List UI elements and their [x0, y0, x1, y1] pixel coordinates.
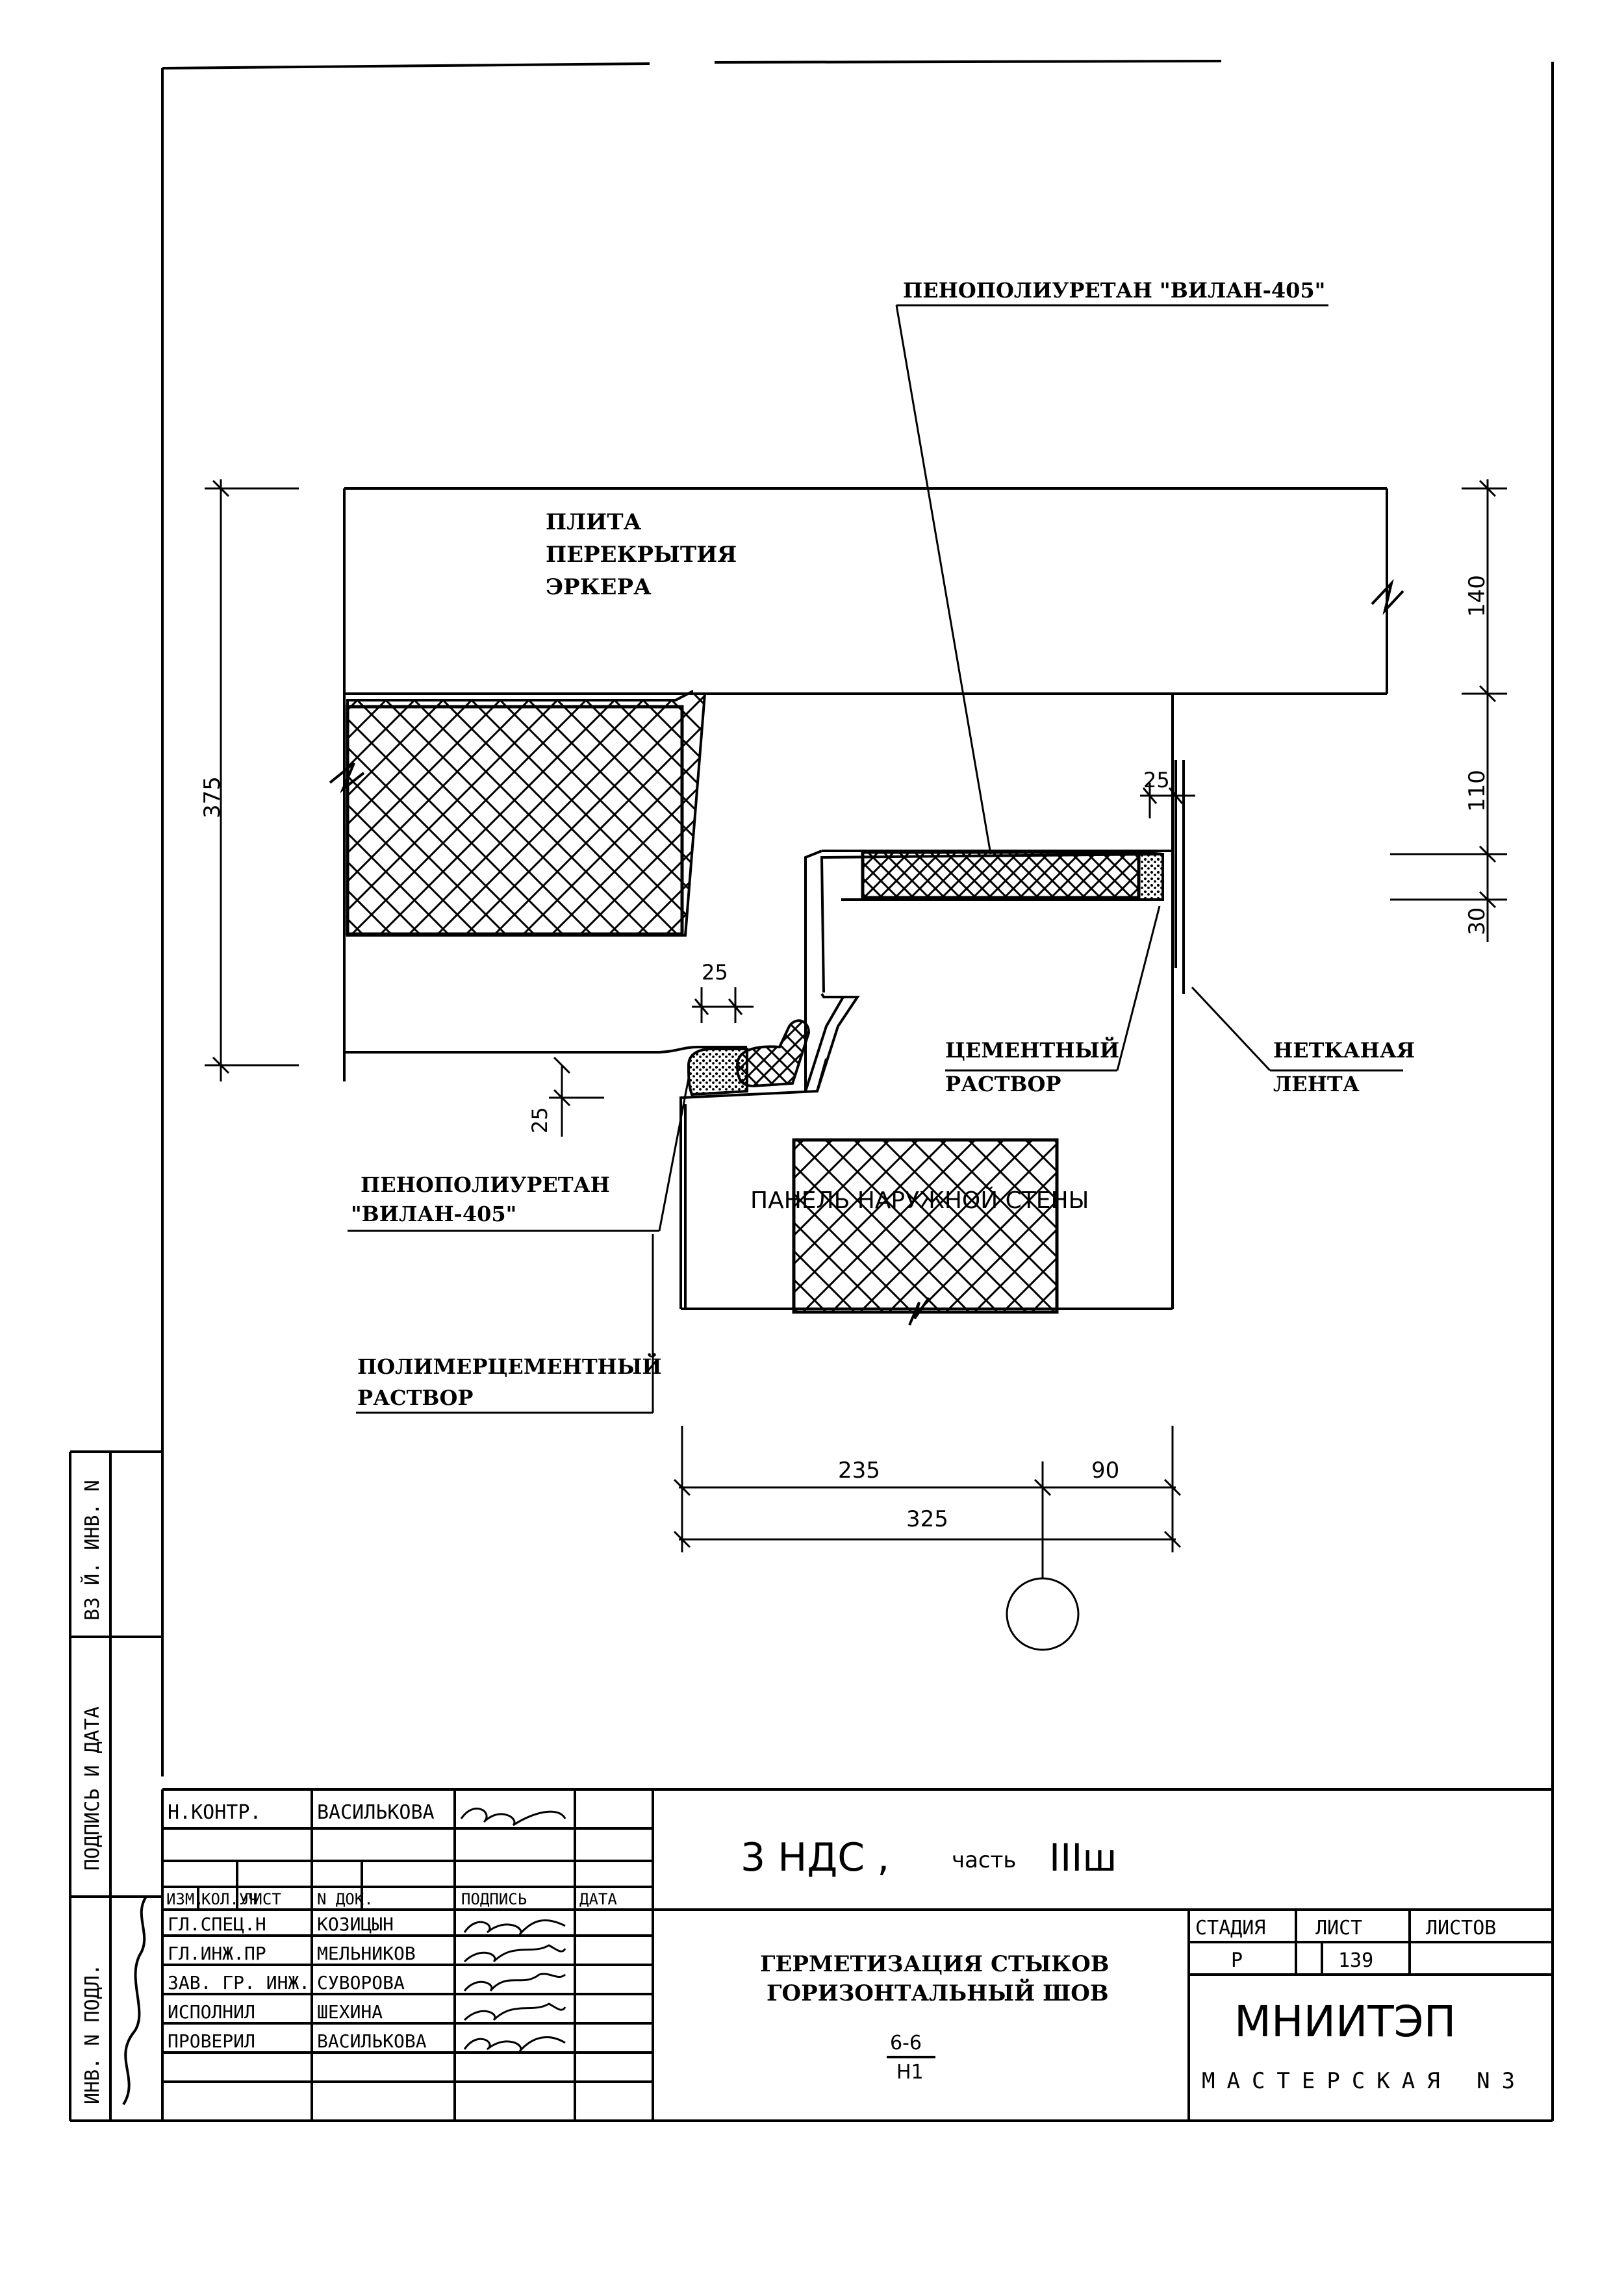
side-inv-podl: ИНВ. N ПОДЛ. [81, 1964, 104, 2104]
sheet-label: ЛИСТ [1315, 1917, 1362, 1940]
dim-140: 140 [1464, 575, 1490, 617]
signatures [463, 1919, 566, 2053]
title-line-2: ГОРИЗОНТАЛЬНЫЙ ШОВ [767, 1978, 1109, 2006]
stage-label: СТАДИЯ [1195, 1917, 1265, 1940]
label-foam-left-1: ПЕНОПОЛИУРЕТАН [361, 1172, 610, 1197]
sheet-frame [69, 60, 1554, 2122]
detail-numerator: 6-6 [890, 2032, 922, 2054]
label-cement-1: ЦЕМЕНТНЫЙ [945, 1037, 1119, 1063]
slab-label-3: ЭРКЕРА [546, 574, 652, 600]
role-4: ИСПОЛНИЛ [168, 2001, 255, 2023]
leaders [348, 304, 1403, 1414]
side-handwritten-number [122, 1895, 147, 2106]
part-label: часть [952, 1847, 1016, 1873]
label-foam-top: ПЕНОПОЛИУРЕТАН "ВИЛАН-405" [903, 278, 1325, 303]
hdr-podpis: ПОДПИСЬ [461, 1890, 527, 1908]
label-cement-2: РАСТВОР [945, 1072, 1061, 1096]
dim-25-top: 25 [1143, 768, 1170, 792]
project-code: 3 НДС , [741, 1835, 889, 1880]
title-block-lines [161, 1788, 1553, 2121]
role-2: ГЛ.ИНЖ.ПР [168, 1943, 266, 1964]
slab-lower-edge [344, 1046, 747, 1054]
role-5: ПРОВЕРИЛ [168, 2030, 255, 2052]
label-foam-left-2: "ВИЛАН-405" [351, 1202, 516, 1226]
hdr-kol-uch: КОЛ.УЧ [201, 1890, 258, 1908]
panel-label: ПАНЕЛЬ НАРУЖНОЙ СТЕНЫ [750, 1187, 1089, 1214]
dimension-lines [205, 479, 1507, 1578]
org-name: МНИИТЭП [1234, 1997, 1456, 2047]
n-kontr-name: ВАСИЛЬКОВА [317, 1801, 435, 1824]
label-tape-1: НЕТКАНАЯ [1273, 1038, 1415, 1063]
slab-insulation [346, 689, 707, 937]
name-5: ВАСИЛЬКОВА [317, 2030, 427, 2052]
part-value: IIIш [1049, 1836, 1117, 1880]
label-polymer-2: РАСТВОР [357, 1385, 473, 1410]
mortar-lower [687, 1048, 748, 1096]
dim-25-left: 25 [527, 1107, 552, 1133]
detail-denominator: Н1 [896, 2061, 924, 2084]
dim-30: 30 [1464, 907, 1490, 935]
workshop-name: МАСТЕРСКАЯ N3 [1202, 2068, 1527, 2094]
hdr-data: ДАТА [579, 1890, 617, 1908]
dim-375: 375 [199, 776, 225, 818]
hdr-izm: ИЗМ. [166, 1890, 204, 1908]
dim-90: 90 [1091, 1458, 1119, 1484]
hdr-list: ЛИСТ [244, 1890, 281, 1908]
stage-value: Р [1231, 1949, 1243, 1972]
panel-insulation [792, 1138, 1059, 1314]
slab-label-2: ПЕРЕКРЫТИЯ [546, 542, 737, 568]
cement-mortar [1137, 850, 1164, 901]
name-2: МЕЛЬНИКОВ [317, 1943, 416, 1964]
axis-marker [1006, 1577, 1080, 1651]
title-line-1: ГЕРМЕТИЗАЦИЯ СТЫКОВ [760, 1951, 1109, 1977]
name-3: СУВОРОВА [317, 1972, 405, 1993]
side-podpis-data: ПОДПИСЬ И ДАТА [81, 1706, 104, 1871]
label-polymer-1: ПОЛИМЕРЦЕМЕНТНЫЙ [357, 1353, 662, 1379]
label-tape-2: ЛЕНТА [1273, 1072, 1360, 1096]
dim-25-mid: 25 [702, 960, 728, 985]
role-3: ЗАВ. ГР. ИНЖ. [168, 1972, 310, 1993]
break-mark-slab [1371, 579, 1404, 615]
foam-strip-top [861, 850, 1141, 900]
dim-110: 110 [1464, 770, 1490, 812]
sheets-label: ЛИСТОВ [1426, 1917, 1496, 1940]
sheet-value: 139 [1338, 1949, 1373, 1972]
n-kontr-signature [460, 1807, 566, 1826]
name-4: ШЕХИНА [317, 2001, 383, 2023]
slab-label-1: ПЛИТА [546, 509, 642, 535]
dim-235: 235 [838, 1458, 880, 1484]
role-1: ГЛ.СПЕЦ.Н [168, 1914, 266, 1935]
n-kontr-label: Н.КОНТР. [168, 1801, 262, 1824]
hdr-n-dok: N ДОК. [317, 1890, 374, 1908]
break-mark-left [329, 762, 365, 794]
dim-325: 325 [906, 1506, 948, 1532]
side-stamp: ИНВ. N ПОДЛ. ПОДПИСЬ И ДАТА ВЗ Й. ИНВ. N [81, 1480, 147, 2106]
name-1: КОЗИЦЫН [317, 1914, 394, 1935]
side-vz-inv: ВЗ Й. ИНВ. N [81, 1480, 104, 1621]
